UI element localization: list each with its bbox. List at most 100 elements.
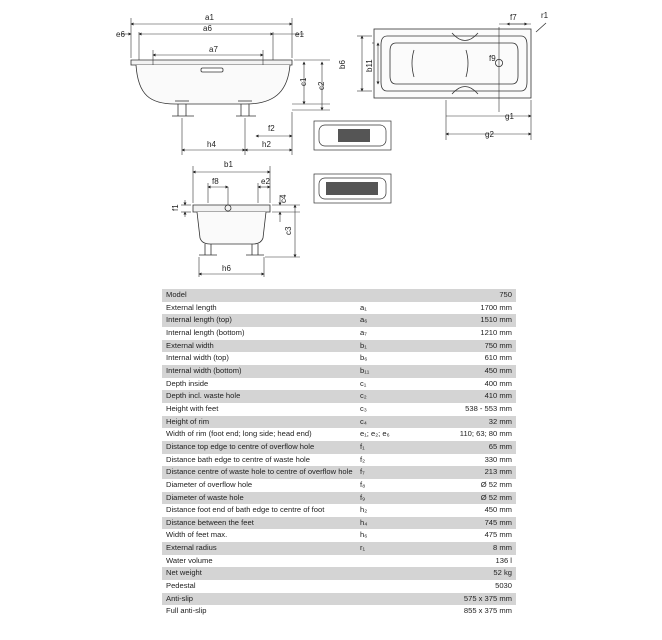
spec-label: Depth inside bbox=[166, 378, 209, 388]
spec-label: Distance foot end of bath edge to centre… bbox=[166, 505, 325, 515]
spec-value: 400 mm bbox=[484, 378, 512, 388]
spec-symbol: c₁ bbox=[360, 378, 367, 388]
end-view bbox=[192, 204, 271, 256]
spec-label: Width of feet max. bbox=[166, 530, 228, 540]
side-view bbox=[130, 59, 293, 117]
spec-symbol: b₁₁ bbox=[360, 364, 406, 378]
spec-row: Model 750 bbox=[162, 289, 516, 302]
spec-symbol: a₇ bbox=[360, 327, 367, 337]
spec-row: Width of feet max. h₆ 475 mm bbox=[162, 529, 516, 542]
spec-label: External width bbox=[162, 339, 360, 353]
spec-row: Distance centre of waste hole to centre … bbox=[162, 466, 516, 479]
spec-symbol: f₇ bbox=[360, 466, 406, 479]
spec-symbol: h₂ bbox=[360, 505, 368, 515]
dim-label-c3: c3 bbox=[284, 226, 293, 235]
spec-row: Net weight 52 kg bbox=[162, 567, 516, 581]
spec-label: External radius bbox=[162, 542, 360, 555]
spec-value: 745 mm bbox=[406, 516, 516, 530]
dim-label-h6: h6 bbox=[222, 264, 231, 273]
dim-label-b1: b1 bbox=[224, 160, 233, 169]
spec-label: Height with feet bbox=[166, 403, 219, 413]
dim-label-a1: a1 bbox=[205, 13, 214, 22]
spec-value: Ø 52 mm bbox=[480, 479, 512, 489]
spec-value: 538 - 553 mm bbox=[465, 403, 512, 413]
spec-symbol bbox=[360, 289, 406, 302]
spec-row: Depth inside c₁ 400 mm bbox=[162, 378, 516, 391]
spec-symbol: b₆ bbox=[360, 353, 368, 363]
spec-symbol: a₆ bbox=[360, 314, 406, 327]
spec-value: 52 kg bbox=[406, 567, 516, 581]
spec-value: 136 l bbox=[495, 555, 512, 565]
spec-symbol: c₃ bbox=[360, 403, 367, 413]
side-view-dimensions bbox=[121, 18, 330, 155]
dim-label-r1: r1 bbox=[541, 11, 549, 20]
end-view-dimensions bbox=[181, 166, 300, 277]
spec-label: External length bbox=[166, 302, 217, 312]
spec-label: Internal width (bottom) bbox=[162, 364, 360, 378]
dim-label-f1: f1 bbox=[171, 204, 180, 211]
spec-label: Model bbox=[162, 289, 360, 302]
spec-row: Height with feet c₃ 538 - 553 mm bbox=[162, 403, 516, 416]
spec-label: Distance bath edge to centre of waste ho… bbox=[166, 454, 310, 464]
spec-symbol bbox=[360, 580, 406, 593]
dim-label-f8: f8 bbox=[212, 177, 219, 186]
spec-value: 750 mm bbox=[406, 339, 516, 353]
spec-label: Distance centre of waste hole to centre … bbox=[162, 466, 360, 479]
spec-value: 65 mm bbox=[406, 440, 516, 454]
spec-value: 450 mm bbox=[406, 364, 516, 378]
full-anti-slip-thumbnail bbox=[313, 173, 392, 204]
spec-value: 750 bbox=[406, 289, 516, 302]
spec-label: Water volume bbox=[166, 555, 213, 565]
spec-value: 5030 bbox=[495, 581, 512, 591]
dim-label-c4: c4 bbox=[279, 194, 288, 203]
dim-label-g1: g1 bbox=[505, 112, 514, 121]
spec-value: 1510 mm bbox=[406, 314, 516, 327]
spec-label: Net weight bbox=[162, 567, 360, 581]
spec-label: Anti-slip bbox=[162, 592, 360, 606]
spec-value: 330 mm bbox=[484, 454, 512, 464]
spec-symbol bbox=[360, 567, 406, 581]
spec-value: 610 mm bbox=[484, 353, 512, 363]
spec-value: Ø 52 mm bbox=[406, 491, 516, 505]
dim-label-c1: c1 bbox=[299, 77, 308, 86]
spec-symbol: e₁; e₂; e₆ bbox=[360, 429, 390, 439]
spec-label: Depth incl. waste hole bbox=[162, 390, 360, 403]
spec-label: Diameter of overflow hole bbox=[166, 479, 253, 489]
spec-symbol: h₆ bbox=[360, 530, 368, 540]
anti-slip-thumbnail bbox=[313, 120, 392, 151]
spec-row: Distance bath edge to centre of waste ho… bbox=[162, 454, 516, 467]
spec-value: 1210 mm bbox=[480, 327, 512, 337]
spec-label: Diameter of waste hole bbox=[162, 491, 360, 505]
spec-value: 213 mm bbox=[406, 466, 516, 479]
spec-symbol bbox=[360, 605, 406, 618]
top-view bbox=[373, 22, 547, 99]
spec-label: Distance between the feet bbox=[162, 516, 360, 530]
spec-label: Full anti-slip bbox=[166, 606, 207, 616]
spec-symbol: c₄ bbox=[360, 415, 406, 429]
spec-value: 475 mm bbox=[484, 530, 512, 540]
spec-value: 8 mm bbox=[406, 542, 516, 555]
spec-value: 855 x 375 mm bbox=[463, 606, 512, 616]
spec-label: Distance top edge to centre of overflow … bbox=[162, 440, 360, 454]
dim-label-f9: f9 bbox=[489, 54, 496, 63]
spec-symbol: f₉ bbox=[360, 491, 406, 505]
dim-label-e6: e6 bbox=[116, 30, 125, 39]
dim-label-h2: h2 bbox=[262, 140, 271, 149]
spec-symbol: f₂ bbox=[360, 454, 366, 464]
spec-value: 575 x 375 mm bbox=[406, 592, 516, 606]
dim-label-e1: e1 bbox=[295, 30, 304, 39]
dim-label-a6: a6 bbox=[203, 24, 212, 33]
dim-label-b6: b6 bbox=[338, 60, 347, 69]
spec-label: Internal length (top) bbox=[162, 314, 360, 327]
spec-row: Width of rim (foot end; long side; head … bbox=[162, 428, 516, 441]
dim-label-e2: e2 bbox=[261, 177, 270, 186]
spec-symbol: h₄ bbox=[360, 516, 406, 530]
spec-value: 410 mm bbox=[406, 390, 516, 403]
